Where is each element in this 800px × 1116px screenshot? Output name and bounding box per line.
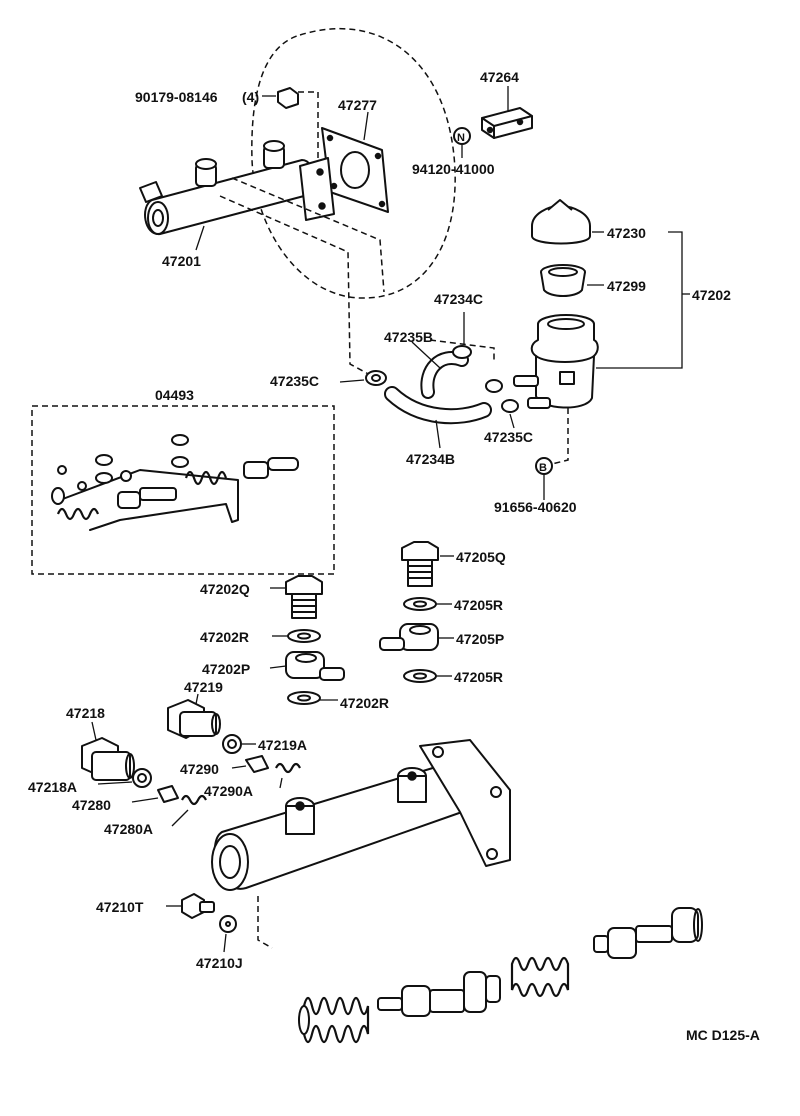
label-47219: 47219 <box>184 679 223 695</box>
label-47210T: 47210T <box>96 899 144 915</box>
label-47230: 47230 <box>607 225 646 241</box>
kit-04493-contents <box>51 434 299 531</box>
label-90179-qty: (4) <box>242 89 259 105</box>
kit-box-04493 <box>31 405 335 575</box>
label-47234C: 47234C <box>434 291 483 307</box>
label-47201: 47201 <box>162 253 201 269</box>
label-47264: 47264 <box>480 69 519 85</box>
label-47202R-bottom: 47202R <box>340 695 389 711</box>
master-cylinder-body <box>211 739 511 949</box>
diagram-code: MC D125-A <box>686 1027 760 1043</box>
gasket-47205R-top <box>403 597 452 611</box>
gasket-47277 <box>321 111 389 213</box>
cap-47210J <box>219 915 237 953</box>
plug-47219 <box>167 693 221 739</box>
label-47235C-right: 47235C <box>484 429 533 445</box>
label-47210J: 47210J <box>196 955 243 971</box>
gasket-47202R-bottom <box>287 691 338 705</box>
gasket-47205R-bottom <box>403 669 452 683</box>
nut-90179 <box>262 87 319 160</box>
plug-47218 <box>81 721 135 781</box>
reservoir-cap-47230 <box>531 199 604 245</box>
reservoir-47202 <box>513 314 599 465</box>
gasket-47218A <box>97 768 152 788</box>
seat-47290 <box>231 755 269 773</box>
label-47218: 47218 <box>66 705 105 721</box>
strainer-47299 <box>540 264 604 297</box>
label-94120: 94120-41000 <box>412 161 495 177</box>
label-47235B: 47235B <box>384 329 433 345</box>
label-47299: 47299 <box>607 278 646 294</box>
master-cylinder-47201 <box>139 140 385 377</box>
union-47202P <box>269 651 345 681</box>
label-47234B: 47234B <box>406 451 455 467</box>
label-47205Q: 47205Q <box>456 549 506 565</box>
spring-47290A <box>275 762 301 789</box>
hose-47234B <box>384 386 492 449</box>
symbol-b: B <box>539 462 547 474</box>
union-bolt-47205Q <box>401 541 454 587</box>
label-47202Q: 47202Q <box>200 581 250 597</box>
label-47280A: 47280A <box>104 821 153 837</box>
clamp-47264 <box>481 86 533 139</box>
label-47218A: 47218A <box>28 779 77 795</box>
label-47235C-left: 47235C <box>270 373 319 389</box>
symbol-n: N <box>457 132 465 144</box>
label-47219A: 47219A <box>258 737 307 753</box>
label-47277: 47277 <box>338 97 377 113</box>
clamp-47234C <box>429 312 495 360</box>
label-47202P: 47202P <box>202 661 250 677</box>
label-47205R-bottom: 47205R <box>454 669 503 685</box>
gasket-47202R-top <box>272 629 321 643</box>
union-bolt-47202Q <box>270 575 323 619</box>
bracket-47202 <box>596 231 683 369</box>
union-47205P <box>379 623 454 651</box>
label-47202: 47202 <box>692 287 731 303</box>
label-47205R-top: 47205R <box>454 597 503 613</box>
clamp-47235C-right <box>485 379 519 429</box>
spring-47280A <box>171 794 207 827</box>
piston-spring-assembly <box>298 907 703 1044</box>
label-90179: 90179-08146 <box>135 89 218 105</box>
label-47280: 47280 <box>72 797 111 813</box>
clamp-47235C-left <box>339 370 387 386</box>
label-47202R-top: 47202R <box>200 629 249 645</box>
label-47290: 47290 <box>180 761 219 777</box>
brake-booster-outline <box>251 27 456 299</box>
label-47205P: 47205P <box>456 631 504 647</box>
label-04493: 04493 <box>155 387 194 403</box>
label-91656: 91656-40620 <box>494 499 577 515</box>
gasket-47219A <box>222 734 256 754</box>
label-47290A: 47290A <box>204 783 253 799</box>
bleeder-47210T <box>166 893 215 919</box>
hose-47235B <box>411 341 469 399</box>
seat-47280 <box>131 785 179 803</box>
